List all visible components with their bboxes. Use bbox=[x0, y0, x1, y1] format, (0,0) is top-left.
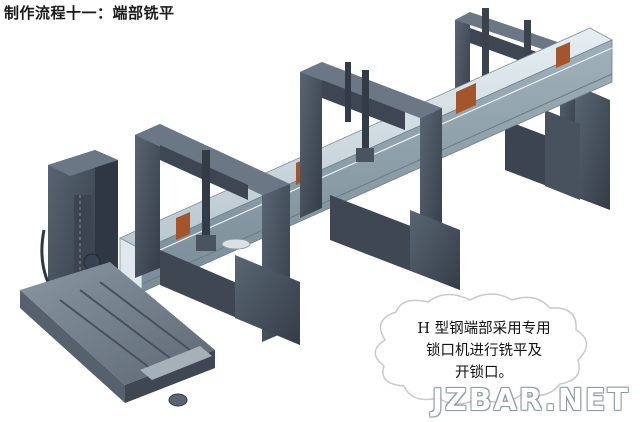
callout-line-3: 开锁口。 bbox=[455, 365, 513, 381]
machine-base bbox=[20, 262, 215, 407]
frame-middle bbox=[300, 62, 460, 290]
spindle-icon bbox=[362, 70, 369, 160]
callout-line-2: 锁口机进行铣平及 bbox=[426, 343, 542, 359]
callout-line-1: H 型钢端部采用专用 bbox=[417, 321, 551, 337]
page-title: 制作流程十一：端部铣平 bbox=[4, 4, 175, 22]
callout-cloud bbox=[374, 293, 588, 405]
spindle-icon bbox=[202, 150, 210, 245]
frame-front bbox=[135, 124, 300, 345]
watermark: JZBAR.NET bbox=[431, 383, 630, 418]
callout-text: H 型钢端部采用专用 锁口机进行铣平及 开锁口。 bbox=[384, 318, 584, 384]
